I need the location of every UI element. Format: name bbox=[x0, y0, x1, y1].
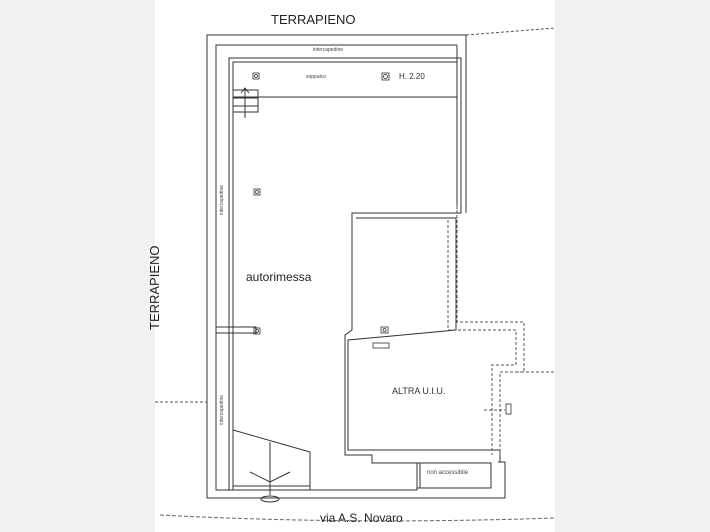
terrapieno-top-label: TERRAPIENO bbox=[271, 12, 356, 27]
terrapieno-left-label: TERRAPIENO bbox=[147, 245, 162, 330]
outer-wall bbox=[206, 34, 506, 499]
left-gap-lower-label: intercapedine bbox=[219, 394, 225, 425]
not-accessible-label: non accessibile bbox=[427, 470, 469, 476]
outer-wall-inner bbox=[215, 44, 457, 491]
garage-label: autorimessa bbox=[246, 270, 312, 284]
other-unit-wall bbox=[347, 217, 501, 462]
entrance-ramp bbox=[232, 429, 311, 503]
height-label: H. 2.20 bbox=[399, 72, 425, 81]
outlet-icon bbox=[252, 72, 512, 415]
not-accessible-room bbox=[416, 462, 492, 489]
street-edge bbox=[159, 514, 556, 522]
left-gap-upper-label: intercapedine bbox=[219, 184, 225, 215]
other-unit-label: ALTRA U.I.U. bbox=[392, 386, 446, 396]
stairs bbox=[232, 87, 259, 118]
garage-wall-inner bbox=[232, 61, 458, 490]
drawing-sheet bbox=[155, 0, 555, 532]
street-label: via A.S. Novaro bbox=[320, 511, 403, 525]
neighbour-outline bbox=[155, 27, 556, 455]
top-gap-label: intercapedine bbox=[313, 47, 344, 53]
loft-label: soppalco bbox=[306, 74, 327, 80]
partition bbox=[215, 326, 257, 334]
